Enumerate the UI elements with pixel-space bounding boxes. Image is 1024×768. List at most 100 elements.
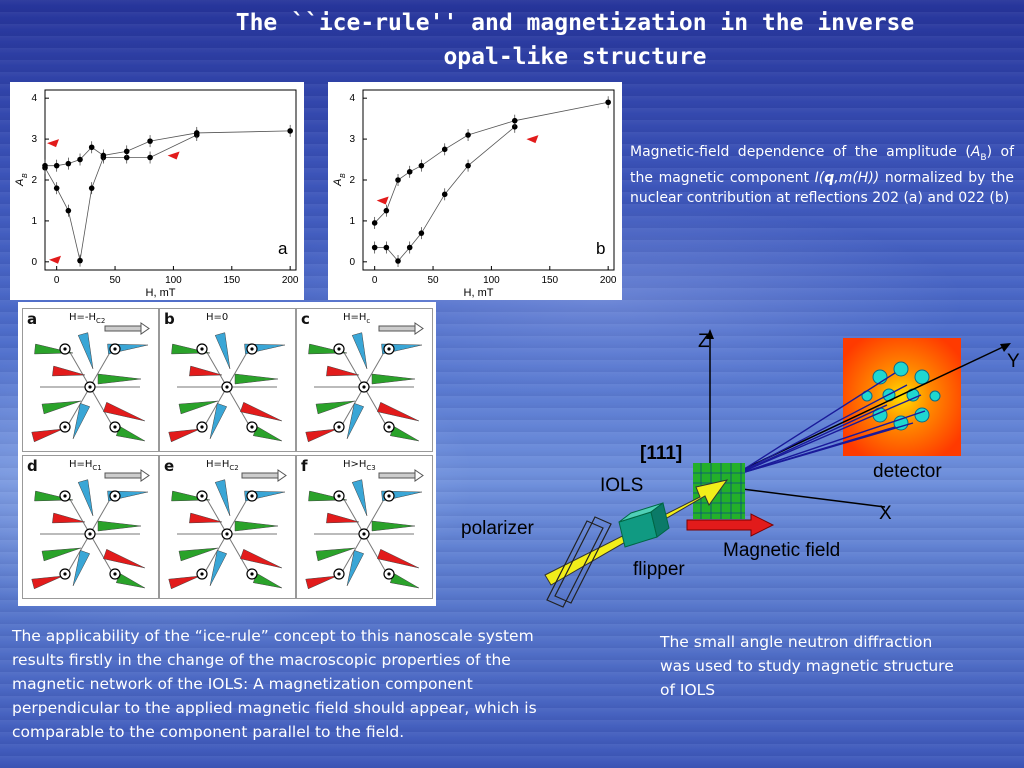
field-arrow-head [414, 469, 424, 482]
magnetic-field-label: Magnetic field [723, 540, 841, 561]
spin-arrow [214, 332, 231, 370]
y-axis-label-text: A [332, 179, 344, 187]
field-arrow [104, 325, 142, 332]
y-tick-label: 1 [31, 216, 37, 227]
vertex-dot [200, 572, 204, 576]
y-tick-label: 4 [349, 93, 355, 104]
vertex-dot [200, 425, 204, 429]
data-point [441, 191, 448, 198]
data-point [123, 148, 130, 155]
x-tick-label: 200 [600, 275, 617, 286]
spin-arrow [77, 479, 94, 517]
network-bond [64, 386, 91, 431]
spin-arrow [234, 373, 279, 385]
series-line [374, 126, 516, 262]
vertex-dot [362, 385, 366, 389]
caption-text-1: Magnetic-field dependence of the amplitu… [630, 144, 971, 160]
spin-arrow [97, 373, 142, 385]
data-point [100, 152, 107, 159]
data-point [418, 162, 425, 169]
y-tick-label: 2 [31, 175, 37, 186]
vertex-dot [113, 347, 117, 351]
spin-arrow [209, 403, 228, 440]
panel-d-field-text: H=H [69, 459, 93, 470]
spin-arrow [240, 401, 283, 422]
vertex-dot [200, 494, 204, 498]
spin-arrow [234, 520, 279, 532]
y-axis-label-text: A [14, 179, 26, 187]
spin-arrow [326, 512, 360, 524]
y-tick-label: 1 [349, 216, 355, 227]
panel-b-drawing [168, 326, 286, 443]
data-point [42, 162, 48, 169]
polarizer-label: polarizer [461, 518, 534, 539]
vertex-dot [387, 572, 391, 576]
panel-f-field-sub: C3 [366, 464, 376, 472]
vertex-dot [337, 494, 341, 498]
spin-arrow [72, 550, 91, 587]
vertex-dot [113, 494, 117, 498]
panel-c-field-text: H=H [343, 312, 367, 323]
spin-arrow [115, 572, 146, 589]
spin-arrow [97, 520, 142, 532]
network-bond [338, 533, 365, 578]
panel-a: a H=-HC2 [22, 308, 159, 452]
spin-arrow [389, 572, 420, 589]
highlight-marker [47, 139, 59, 148]
spin-arrow [346, 403, 365, 440]
field-arrow [242, 326, 278, 331]
vertex-dot [337, 347, 341, 351]
data-point [395, 177, 401, 183]
panel-e-drawing [168, 469, 287, 590]
data-point [77, 257, 83, 264]
spin-arrow [168, 428, 201, 443]
data-point [193, 130, 200, 136]
detector-label: detector [873, 461, 942, 482]
data-point [147, 154, 153, 161]
spin-arrow [72, 403, 91, 440]
panel-f-field-text: H>H [343, 459, 367, 470]
panel-f: f H>HC3 [296, 455, 433, 599]
caption-a: A [970, 144, 981, 160]
x-tick-label: 50 [427, 275, 439, 286]
field-arrow-head [140, 322, 150, 335]
spin-arrow [52, 512, 86, 524]
panel-d-field-sub: C1 [92, 464, 102, 472]
panel-e: e H=HC2 [159, 455, 296, 599]
vertex-dot [113, 425, 117, 429]
panel-a-field: H=-HC2 [69, 312, 105, 325]
vertex-dot [250, 572, 254, 576]
spin-arrow [326, 365, 360, 377]
network-bond [89, 386, 116, 431]
x-axis-label: H, mT [464, 287, 494, 299]
y-tick-label: 0 [31, 257, 37, 268]
spin-arrow [351, 479, 368, 517]
polarizer-device [546, 516, 612, 608]
spin-ice-panels: a H=-HC2 b H=0 c H=Hc d H=HC1 e H=HC2 f … [18, 302, 436, 606]
caption-i: I( [814, 169, 825, 186]
y-tick-label: 3 [349, 134, 355, 145]
data-point [418, 230, 425, 236]
y-tick-label: 4 [31, 93, 37, 104]
data-point [123, 154, 130, 161]
network-bond [363, 533, 390, 578]
sans-note: The small angle neutron diffraction was … [660, 633, 954, 699]
vertex-dot [387, 347, 391, 351]
x-tick-label: 0 [54, 275, 60, 286]
spin-arrow [315, 547, 356, 562]
vertex-dot [250, 347, 254, 351]
x-tick-label: 0 [372, 275, 378, 286]
spin-arrow [305, 428, 338, 443]
vertex-dot [225, 385, 229, 389]
data-point [88, 185, 95, 191]
vertex-dot [225, 532, 229, 536]
panel-d: d H=HC1 [22, 455, 159, 599]
data-point [406, 244, 413, 251]
vertex-dot [88, 385, 92, 389]
highlight-marker [376, 196, 389, 205]
network-bond [201, 386, 228, 431]
data-point [511, 124, 518, 130]
